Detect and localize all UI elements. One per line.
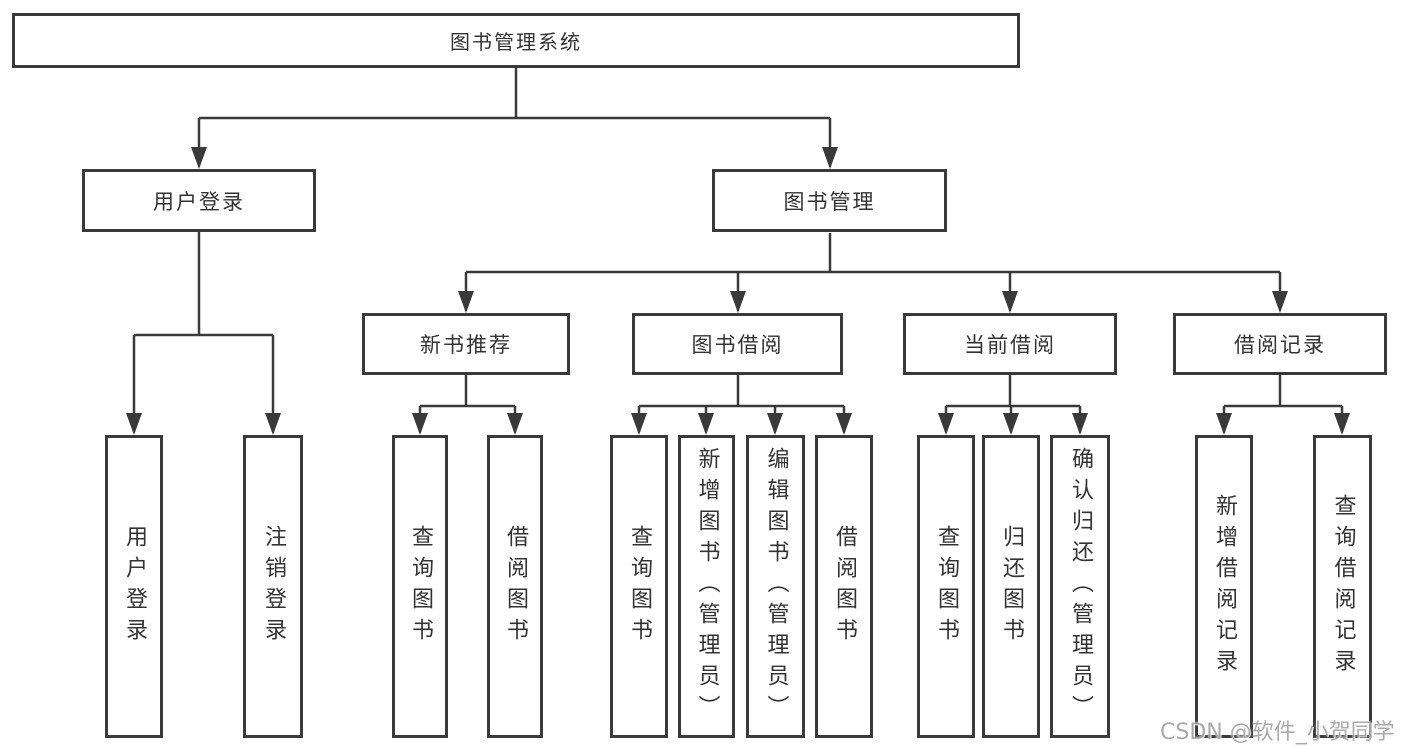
leaf-label: 查询借阅记录 [1330,493,1356,680]
node-label: 用户登录 [153,189,245,214]
arrow-icon [1216,413,1232,435]
node-label: 图书管理系统 [450,30,582,54]
node-library-management-system: 图书管理系统 [12,13,1020,68]
leaf-label: 用户登录 [122,524,147,649]
arrow-icon [1002,291,1018,313]
node-label: 图书借阅 [691,333,784,357]
arrow-icon [1334,413,1350,435]
node-current-borrowing: 当前借阅 [903,313,1117,375]
leaf-label: 借阅图书 [832,524,857,649]
arrow-icon [730,291,746,313]
leaf-confirm-return-admin: 确认归还（管理员） [1050,435,1110,738]
arrow-icon [1003,413,1019,435]
leaf-label: 归还图书 [999,524,1024,649]
node-book-borrowing: 图书借阅 [632,313,843,375]
leaf-add-book-admin: 新增图书（管理员） [678,435,735,738]
leaf-query-borrow-record: 查询借阅记录 [1313,435,1372,738]
leaf-label: 新增图书（管理员） [694,447,720,726]
leaf-query-books-current: 查询图书 [917,435,975,738]
leaf-borrow-books-recommend: 借阅图书 [487,435,543,738]
leaf-label: 新增借阅记录 [1212,493,1237,680]
arrow-icon [767,413,783,435]
arrow-icon [412,413,428,435]
arrow-icon [458,291,474,313]
arrow-icon [191,147,207,169]
arrow-icon [836,413,852,435]
arrow-icon [126,413,142,435]
arrowheads [126,147,1350,435]
node-label: 图书管理 [783,189,876,214]
leaf-label: 借阅图书 [503,524,528,649]
arrow-icon [1072,413,1088,435]
leaf-query-books-borrowing: 查询图书 [610,435,668,738]
arrow-icon [631,413,647,435]
arrow-icon [1272,291,1288,313]
leaf-label: 确认归还（管理员） [1068,447,1093,726]
csdn-watermark: CSDN @软件_小贺同学 [1160,720,1395,745]
leaf-borrow-books-borrowing: 借阅图书 [815,435,873,738]
leaf-label: 查询图书 [408,524,433,649]
node-label: 借阅记录 [1234,333,1326,357]
arrow-icon [938,413,954,435]
arrow-icon [822,147,838,169]
leaf-label: 查询图书 [934,524,959,649]
leaf-add-borrow-record: 新增借阅记录 [1195,435,1253,738]
leaf-label: 编辑图书（管理员） [763,447,789,726]
node-label: 当前借阅 [964,333,1056,357]
leaf-edit-book-admin: 编辑图书（管理员） [746,435,805,738]
node-new-book-recommend: 新书推荐 [362,313,570,375]
arrow-icon [265,413,281,435]
leaf-logout: 注销登录 [243,435,303,738]
arrow-icon [698,413,714,435]
arrow-icon [507,413,523,435]
node-borrow-records: 借阅记录 [1173,313,1387,375]
node-book-management: 图书管理 [712,169,947,232]
tree-edges [132,68,1344,432]
leaf-query-books-recommend: 查询图书 [392,435,448,738]
leaf-user-login: 用户登录 [105,435,163,738]
leaf-return-books: 归还图书 [982,435,1040,738]
leaf-label: 查询图书 [627,524,652,649]
node-label: 新书推荐 [420,333,512,357]
leaf-label: 注销登录 [261,524,286,649]
node-user-login: 用户登录 [82,169,316,232]
